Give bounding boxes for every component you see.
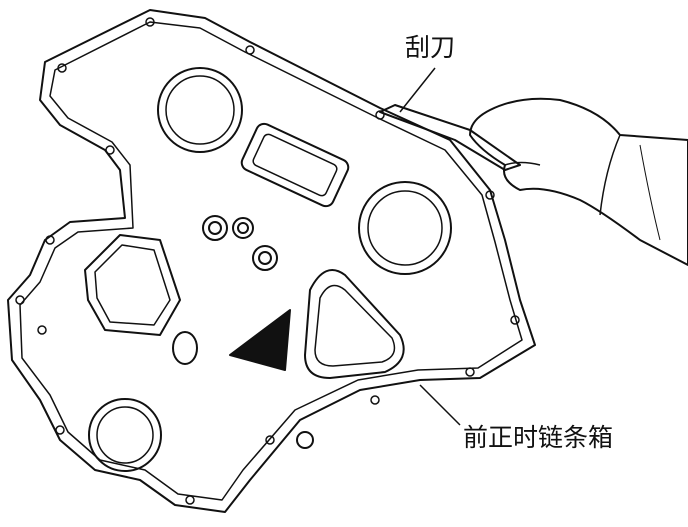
triangle-opening: [304, 269, 405, 379]
gasket-line: [19, 21, 523, 501]
timing-chain-case-label: 前正时链条箱: [463, 423, 614, 452]
left-window: [84, 234, 181, 336]
scraper-label: 刮刀: [405, 33, 456, 62]
rect-port: [240, 122, 350, 208]
scraper-leader: [399, 67, 436, 113]
scraper-blade: [379, 104, 521, 171]
case-leader: [419, 384, 461, 426]
hand: [469, 97, 688, 266]
case-outline: [7, 9, 536, 513]
upper-bore: [157, 67, 243, 153]
right-bore: [358, 181, 452, 275]
lower-bore: [88, 398, 162, 472]
